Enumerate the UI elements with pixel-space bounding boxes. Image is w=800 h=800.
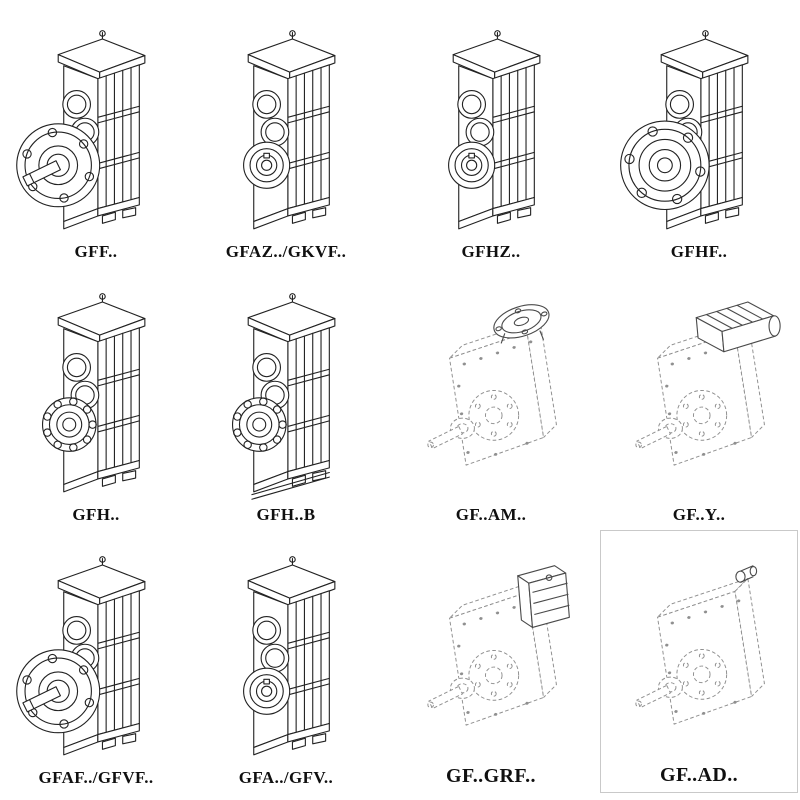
input-shaft-stub [735, 565, 758, 583]
gearbox-drawing-motor-mounted [635, 301, 781, 466]
phantom-gear-housing [427, 319, 557, 466]
electric-motor [695, 301, 781, 353]
catalog-cell-gf-grf: GF..GRF.. [382, 530, 600, 793]
gearbox-model-label: GF..Y.. [672, 505, 726, 524]
gearbox-model-label: GF..AM.. [455, 505, 527, 524]
gearbox-model-label: GFAZ../GKVF.. [225, 242, 347, 261]
output-bearing [231, 397, 287, 452]
catalog-cell-gfhz: GFHZ.. [382, 4, 600, 267]
hollow-output-shaft [243, 141, 291, 189]
gearbox-drawing-hollow-shaft [243, 556, 336, 756]
gearbox-model-label: GFH..B [256, 505, 316, 524]
gearbox-drawing-adapter-block [427, 565, 570, 726]
input-adapter-block [517, 565, 570, 628]
catalog-cell-gff: GFF.. [2, 4, 190, 267]
gearbox-drawing-iec-adapter [427, 297, 557, 466]
hollow-output-shaft [448, 141, 496, 189]
gearbox-model-label: GFF.. [74, 242, 118, 261]
gearbox-model-label: GFHF.. [670, 242, 728, 261]
gearbox-model-label: GFHZ.. [461, 242, 521, 261]
output-flange-and-shaft [16, 123, 101, 208]
gearbox-model-label: GFH.. [72, 505, 120, 524]
gearbox-drawing-shrink-disc [448, 30, 541, 230]
catalog-cell-gf-ad: GF..AD.. [600, 530, 798, 793]
catalog-cell-gfa-gfv: GFA../GFV.. [190, 530, 382, 793]
catalog-cell-gfh-b: GFH..B [190, 267, 382, 530]
catalog-cell-gfaf-gfvf: GFAF../GFVF.. [2, 530, 190, 793]
gearbox-model-label: GFAF../GFVF.. [38, 768, 154, 787]
catalog-cell-gfhf: GFHF.. [600, 4, 798, 267]
gearbox-drawing-bearing-base [231, 293, 336, 500]
gearbox-drawing-bearing [41, 293, 146, 493]
gearbox-drawing-large-flange [620, 30, 749, 230]
gearbox-drawing-flange-shaft [16, 556, 146, 756]
catalog-cell-gf-am: GF..AM.. [382, 267, 600, 530]
catalog-cell-gfaz-gkvf: GFAZ../GKVF.. [190, 4, 382, 267]
phantom-gear-housing [635, 578, 765, 725]
hollow-output-shaft [243, 667, 291, 715]
gearbox-model-label: GF..GRF.. [446, 765, 536, 787]
base-plate [251, 471, 330, 500]
large-output-flange [620, 120, 710, 211]
catalog-cell-gfh: GFH.. [2, 267, 190, 530]
gearbox-drawing-foot-flange-solid-shaft [16, 30, 146, 230]
gearbox-model-label: GF..AD.. [659, 764, 739, 786]
output-bearing [41, 397, 97, 452]
catalog-cell-gf-y: GF..Y.. [600, 267, 798, 530]
gearbox-model-label: GFA../GFV.. [238, 768, 334, 787]
gearbox-drawing-hollow-shaft [243, 30, 336, 230]
gearbox-drawing-input-shaft [635, 565, 765, 725]
output-flange-and-shaft [16, 649, 101, 734]
